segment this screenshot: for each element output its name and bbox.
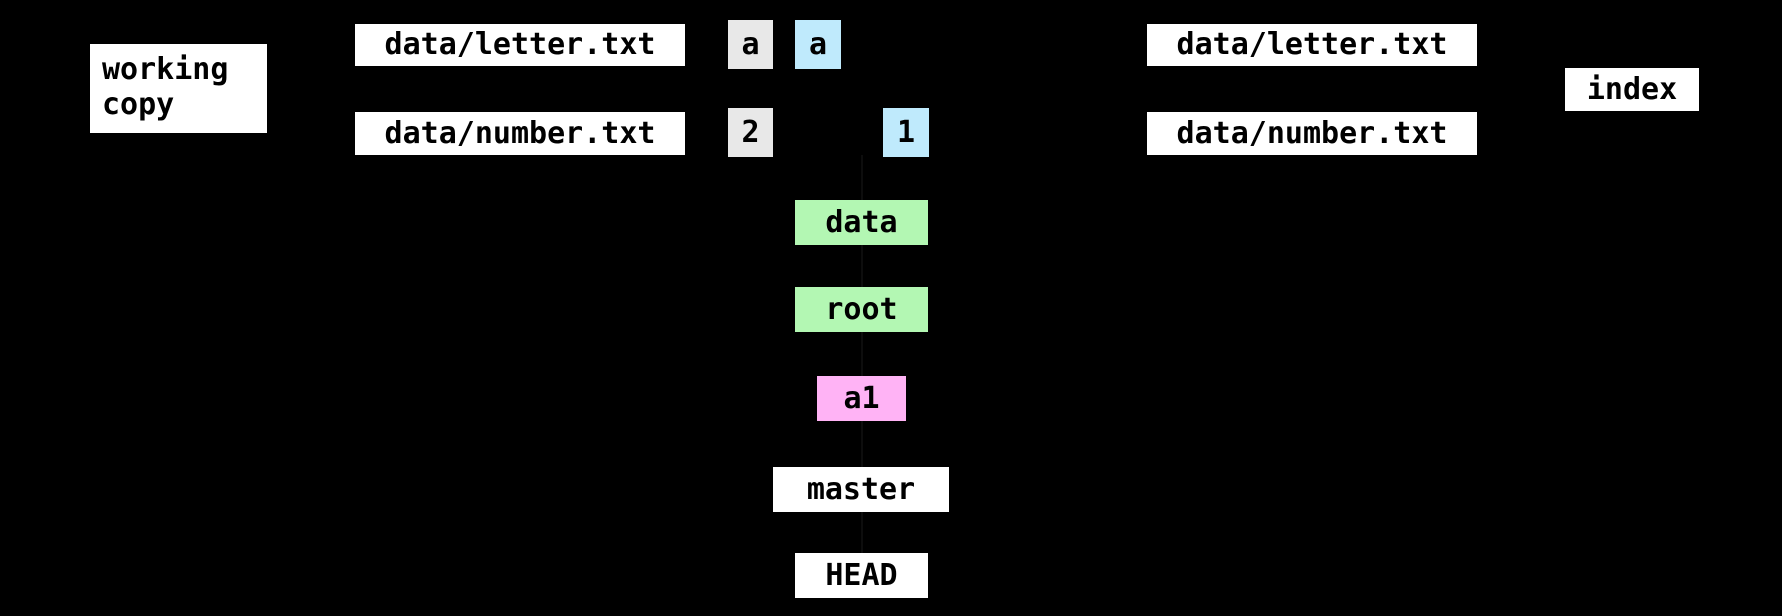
working-copy-label-line1: working [102,52,229,87]
index-file-number: data/number.txt [1147,112,1477,155]
commit-node-a1: a1 [817,376,906,421]
index-file-letter: data/letter.txt [1147,24,1477,66]
connector-master-to-head [861,512,863,554]
ref-master-label: master [806,471,916,507]
ref-master: master [773,467,949,512]
index-label: index [1565,68,1699,111]
working-blob-letter: a [728,20,773,69]
working-copy-label-line2: copy [102,87,175,123]
staged-blob-letter: a [795,20,841,69]
working-copy-file-letter-label: data/letter.txt [384,27,656,63]
working-blob-number-label: 2 [741,114,760,150]
commit-node-a1-label: a1 [843,380,880,416]
working-copy-file-number: data/number.txt [355,112,685,155]
connector-root-to-commit [861,332,863,377]
tree-node-root-label: root [825,291,898,327]
staged-blob-letter-label: a [808,26,828,62]
index-label-text: index [1586,71,1678,107]
index-file-letter-label: data/letter.txt [1176,27,1448,63]
working-copy-file-number-label: data/number.txt [384,115,656,151]
ref-head-label: HEAD [825,557,898,593]
working-blob-number: 2 [728,108,773,157]
tree-node-data-label: data [825,204,898,240]
working-copy-file-letter: data/letter.txt [355,24,685,66]
working-blob-letter-label: a [741,26,760,62]
connector-commit-to-master [861,420,863,468]
connector-blob-to-data [861,155,863,201]
tree-node-root: root [795,287,928,332]
working-copy-label: working copy [90,44,267,133]
staged-blob-number: 1 [883,108,929,157]
staged-blob-number-label: 1 [896,114,916,150]
connector-data-to-root [861,245,863,288]
ref-head: HEAD [795,553,928,598]
tree-node-data: data [795,200,928,245]
index-file-number-label: data/number.txt [1176,115,1448,151]
